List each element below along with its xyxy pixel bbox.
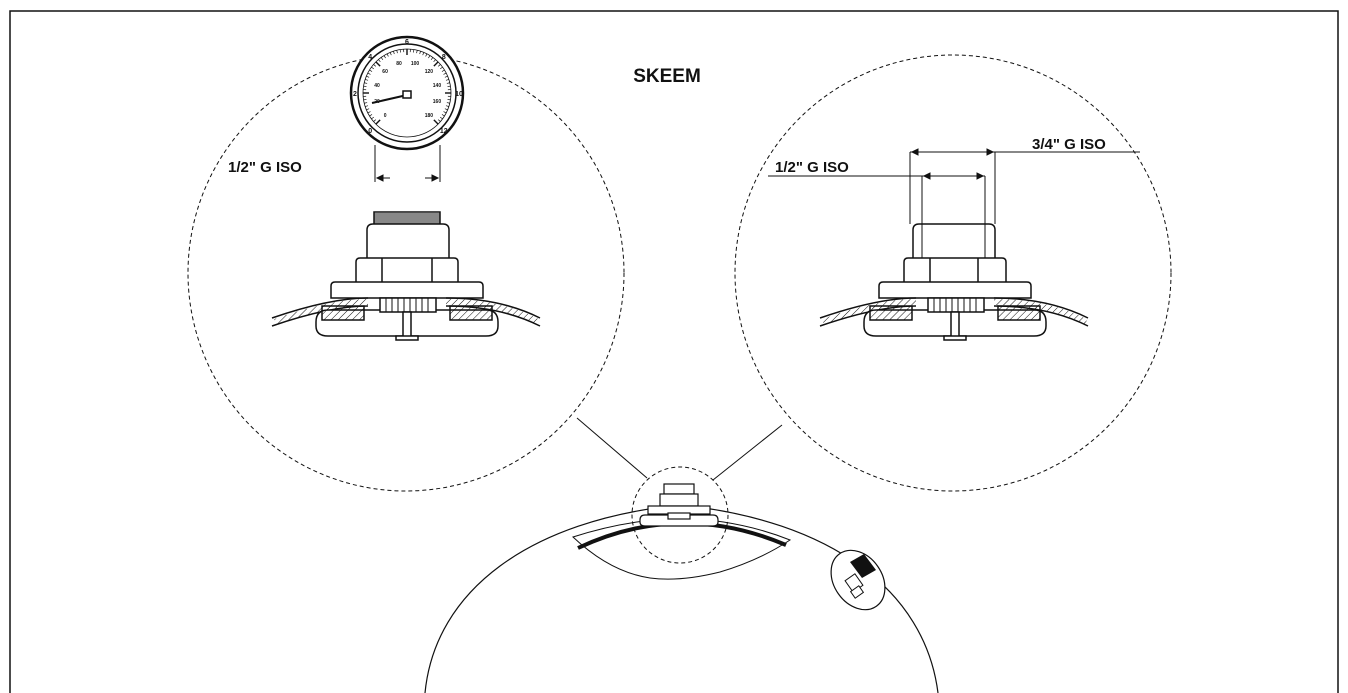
gauge-tick: [365, 105, 369, 107]
gauge-tick: [371, 116, 375, 120]
right-detail-circle: [734, 54, 1172, 492]
gauge-tick: [416, 50, 418, 54]
gauge-tick: [444, 108, 448, 111]
gauge-tick: [445, 105, 449, 107]
gauge-tick: [389, 52, 392, 56]
gauge-tick: [441, 69, 445, 72]
left-leader-line: [576, 417, 648, 479]
gauge-inner-label: 40: [374, 83, 380, 89]
gauge-tick: [441, 114, 445, 117]
gauge-tick: [422, 52, 425, 56]
gauge-tick: [364, 102, 368, 104]
left-detail-circle: [187, 54, 625, 492]
gauge-tick: [443, 111, 447, 114]
gauge-outer-label: 4: [368, 54, 372, 61]
gauge-tick: [364, 82, 368, 84]
gauge-outer-label: 6: [405, 39, 409, 46]
gauge-stem-dimension: [374, 145, 441, 182]
gauge-tick: [367, 111, 371, 114]
right-outer-thread-label: 3/4" G ISO: [1032, 136, 1106, 153]
gauge-tick: [383, 55, 386, 59]
gauge-tick: [433, 119, 439, 125]
gauge-inner-label: 180: [425, 113, 434, 119]
page-frame: [9, 10, 1339, 693]
gauge-tick: [433, 61, 439, 67]
tank-side-fitting: [830, 549, 886, 611]
gauge-tick: [373, 64, 377, 67]
gauge-tick: [444, 75, 448, 78]
gauge-tick: [369, 114, 373, 117]
gauge-inner-label: 120: [425, 69, 434, 75]
gauge-tick: [446, 102, 450, 104]
gauge-tick: [439, 66, 443, 70]
gauge-ticks: [363, 49, 451, 125]
right-fitting: [819, 223, 1089, 341]
gauge-outer-label: 10: [455, 91, 463, 98]
gauge-tick: [446, 82, 450, 84]
gauge-tick: [369, 69, 373, 72]
diagram-title: SKEEM: [633, 66, 701, 87]
gauge-tick: [365, 79, 369, 81]
gauge-tick: [371, 66, 375, 70]
gauge-tick: [386, 53, 389, 57]
gauge-inner-label: 140: [433, 83, 442, 89]
gauge-tick: [433, 59, 436, 63]
small-detail-circle: [631, 466, 729, 564]
tank-top-fitting: [639, 483, 719, 527]
gauge-tick: [445, 79, 449, 81]
gauge-tick: [366, 75, 370, 78]
gauge-inner-label: 0: [384, 113, 387, 119]
gauge-outer-label: 8: [442, 54, 446, 61]
gauge-tick: [443, 72, 447, 75]
gauge-tick: [393, 51, 395, 55]
left-fitting: [271, 211, 541, 341]
left-thread-label: 1/2" G ISO: [228, 159, 302, 176]
gauge-tick: [396, 50, 398, 54]
gauge-tick: [380, 57, 384, 61]
gauge-needle: [371, 94, 408, 104]
gauge-inner-label: 60: [382, 69, 388, 75]
gauge-outer-label: 12: [440, 128, 448, 135]
gauge-tick: [425, 53, 428, 57]
gauge-tick: [437, 64, 441, 67]
right-inner-thread-label: 1/2" G ISO: [775, 159, 849, 176]
tank-inner-recess: [572, 517, 792, 580]
gauge-outer-labels: 0 2 4 6 8 10 12: [353, 39, 463, 135]
gauge-inner-label: 100: [411, 61, 420, 67]
gauge-needle-hub: [402, 90, 412, 99]
gauge-tick: [437, 119, 441, 122]
gauge-tick: [367, 72, 371, 75]
gauge-tick: [419, 51, 421, 55]
gauge-inner-label: 160: [433, 99, 442, 105]
gauge-tick: [430, 57, 434, 61]
gauge-inner-label: 80: [396, 61, 402, 67]
right-leader-line: [712, 424, 783, 481]
gauge-outer-label: 2: [353, 91, 357, 98]
gauge-outer-label: 0: [368, 128, 372, 135]
gauge-tick: [428, 55, 431, 59]
gauge-tick: [439, 116, 443, 120]
gauge-tick: [378, 59, 381, 63]
gauge-tick: [375, 119, 381, 125]
right-dimensions: [768, 148, 1140, 224]
gauge-tick: [375, 61, 381, 67]
gauge-tick: [366, 108, 370, 111]
gauge-tick: [373, 119, 377, 122]
